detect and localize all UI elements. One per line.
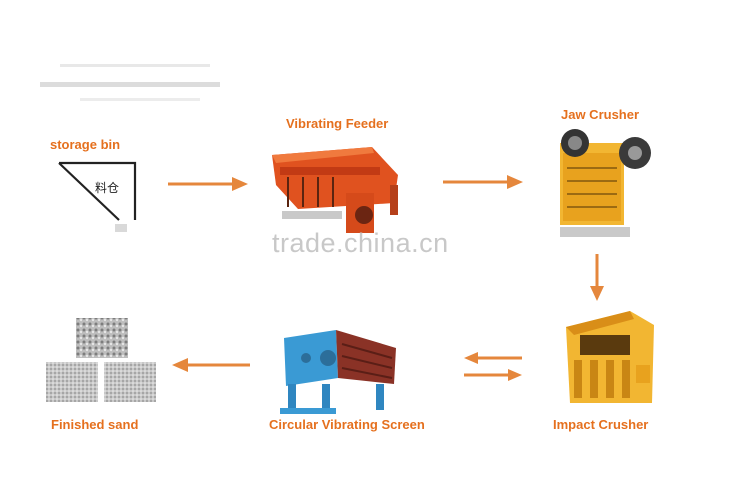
vibrating-feeder xyxy=(268,145,408,250)
vibrating-feeder-icon xyxy=(272,147,398,233)
impact-crusher-label: Impact Crusher xyxy=(553,417,649,432)
gravel-piles-icon xyxy=(46,318,156,402)
finished-sand xyxy=(46,316,158,411)
storage-bin-inner-text: 料仓 xyxy=(95,181,120,195)
arrow-screen-to-impact xyxy=(464,352,522,381)
circular-vibrating-screen-icon xyxy=(280,330,396,414)
jaw-crusher xyxy=(555,123,655,246)
arrow-bin-to-feeder xyxy=(168,177,248,191)
arrow-jaw-to-impact xyxy=(590,254,604,301)
jaw-crusher-icon xyxy=(560,129,651,237)
faded-text-smudge xyxy=(40,64,220,101)
circular-vibrating-screen-label: Circular Vibrating Screen xyxy=(269,417,425,432)
impact-crusher xyxy=(560,305,660,418)
storage-bin-label: storage bin xyxy=(50,137,121,152)
impact-crusher-icon xyxy=(566,311,654,403)
arrow-feeder-to-jaw xyxy=(443,175,523,189)
circular-vibrating-screen xyxy=(276,328,404,421)
watermark: trade.china.cn xyxy=(272,228,449,258)
storage-bin-icon xyxy=(58,161,137,232)
finished-sand-label: Finished sand xyxy=(51,417,139,432)
storage-bin: 料仓 xyxy=(55,158,145,233)
arrow-screen-to-sand xyxy=(172,358,250,372)
jaw-crusher-label: Jaw Crusher xyxy=(561,107,640,122)
vibrating-feeder-label: Vibrating Feeder xyxy=(286,116,389,131)
